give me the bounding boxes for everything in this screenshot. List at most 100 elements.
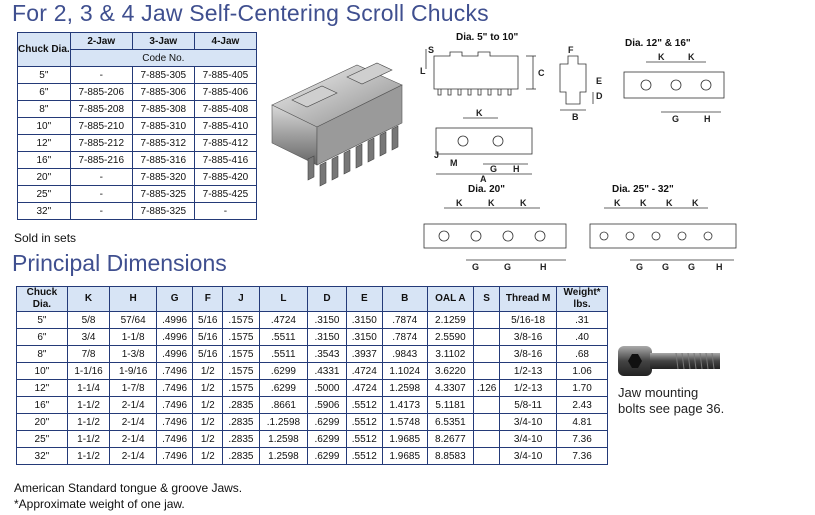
code-cell-jaw2: 7-885-216: [69, 151, 133, 169]
svg-text:K: K: [666, 198, 673, 208]
dim-cell: .6299: [307, 447, 347, 465]
svg-text:K: K: [658, 52, 665, 62]
dim-cell: .2835: [222, 447, 260, 465]
code-cell-dia: 32": [17, 202, 71, 220]
dim-cell: 2.5590: [426, 328, 475, 346]
dim-cell: .5512: [345, 430, 383, 448]
bolt-note-line1: Jaw mounting: [618, 385, 699, 400]
dim-header-0: Chuck Dia.: [16, 286, 68, 312]
dim-cell: .31: [556, 311, 608, 329]
svg-text:G: G: [636, 262, 643, 271]
svg-text:H: H: [513, 164, 520, 174]
dim-cell: .2835: [222, 413, 260, 431]
dim-cell: 4.3307: [426, 379, 475, 397]
code-cell-jaw2: -: [69, 168, 133, 186]
dim-cell: 5.1181: [426, 396, 475, 414]
code-cell-dia: 16": [17, 151, 71, 169]
jaw3-header: 3-Jaw: [131, 32, 195, 50]
bolt-note: Jaw mounting bolts see page 36.: [618, 385, 724, 417]
dim-cell: 7.36: [556, 447, 608, 465]
svg-text:G: G: [662, 262, 669, 271]
footnote-tongue-groove: American Standard tongue & groove Jaws.: [14, 481, 243, 495]
dim-cell: [473, 396, 501, 414]
svg-text:K: K: [456, 198, 463, 208]
dim-cell: .5511: [258, 328, 309, 346]
label-C: C: [538, 68, 545, 78]
code-cell-jaw4: 7-885-425: [193, 185, 258, 203]
dim-cell: 1.9685: [381, 430, 428, 448]
code-cell-jaw3: 7-885-316: [131, 151, 195, 169]
dim-cell: .5511: [258, 345, 309, 363]
dim-cell: 6": [16, 328, 68, 346]
dim-cell: .5512: [345, 396, 383, 414]
dim-cell: 20": [16, 413, 68, 431]
dim-cell: .3150: [307, 328, 347, 346]
svg-text:K: K: [614, 198, 621, 208]
code-cell-dia: 25": [17, 185, 71, 203]
code-cell-jaw2: 7-885-206: [69, 83, 133, 101]
svg-text:K: K: [688, 52, 695, 62]
dim-cell: .4724: [258, 311, 309, 329]
svg-text:H: H: [540, 262, 547, 271]
code-cell-dia: 5": [17, 66, 71, 84]
dim-cell: 1-1/2: [66, 447, 111, 465]
code-cell-jaw4: 7-885-420: [193, 168, 258, 186]
dim-cell: [473, 447, 501, 465]
dim-cell: 4.81: [556, 413, 608, 431]
dim-cell: .6299: [307, 413, 347, 431]
dim-cell: .1.2598: [258, 413, 309, 431]
dim-cell: 1.1024: [381, 362, 428, 380]
code-cell-jaw2: -: [69, 66, 133, 84]
label-E: E: [596, 76, 602, 86]
dim-cell: .2835: [222, 430, 260, 448]
dim-cell: 1/2: [192, 396, 224, 414]
dim-cell: 1/2: [192, 362, 224, 380]
dim-cell: [473, 328, 501, 346]
dim-cell: 5/16: [192, 345, 224, 363]
jaw2-header: 2-Jaw: [69, 32, 133, 50]
dim-cell: .1575: [222, 311, 260, 329]
dim-cell: .126: [473, 379, 501, 397]
dim-header-4: F: [192, 286, 224, 312]
dim-cell: .3543: [307, 345, 347, 363]
dim-header-5: J: [222, 286, 260, 312]
code-cell-jaw2: 7-885-208: [69, 100, 133, 118]
dim-cell: [473, 362, 501, 380]
dim-cell: 7.36: [556, 430, 608, 448]
dim-cell: .4724: [345, 362, 383, 380]
dim-cell: 32": [16, 447, 68, 465]
svg-text:K: K: [640, 198, 647, 208]
code-table-row: 32"-7-885-325-: [17, 202, 258, 220]
jaw-profile-diagram-5-10: S L C F B D E: [420, 45, 603, 122]
dim-cell: 2-1/4: [109, 396, 157, 414]
dim-cell: 5/16: [192, 328, 224, 346]
dim-cell: 12": [16, 379, 68, 397]
dim-cell: .7496: [155, 362, 194, 380]
dim-cell: 1-7/8: [109, 379, 157, 397]
dim-cell: 1.5748: [381, 413, 428, 431]
code-cell-jaw2: -: [69, 202, 133, 220]
dim-cell: .7496: [155, 379, 194, 397]
dim-header-3: G: [155, 286, 194, 312]
dim-cell: 1-1/16: [66, 362, 111, 380]
dim-cell: .5906: [307, 396, 347, 414]
svg-text:K: K: [520, 198, 527, 208]
dim-header-10: OAL A: [426, 286, 475, 312]
dim-cell: 1.9685: [381, 447, 428, 465]
dim-cell: 8.2677: [426, 430, 475, 448]
dim-cell: 1-1/2: [66, 430, 111, 448]
dim-cell: 3/4-10: [499, 430, 558, 448]
dim-cell: 1.70: [556, 379, 608, 397]
code-cell-jaw3: 7-885-306: [131, 83, 195, 101]
dim-cell: 5": [16, 311, 68, 329]
